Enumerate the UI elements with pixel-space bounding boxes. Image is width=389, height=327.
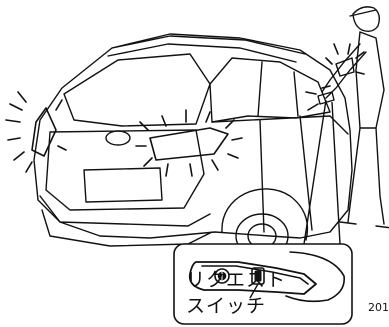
callout-label-line2: スイッチ <box>186 294 336 318</box>
figure-code: 201 <box>368 301 389 314</box>
callout-label-line1: リクエスト <box>186 268 336 292</box>
signal-burst-front <box>306 44 364 110</box>
callout-pointer <box>304 100 340 244</box>
car-illustration <box>32 34 354 258</box>
